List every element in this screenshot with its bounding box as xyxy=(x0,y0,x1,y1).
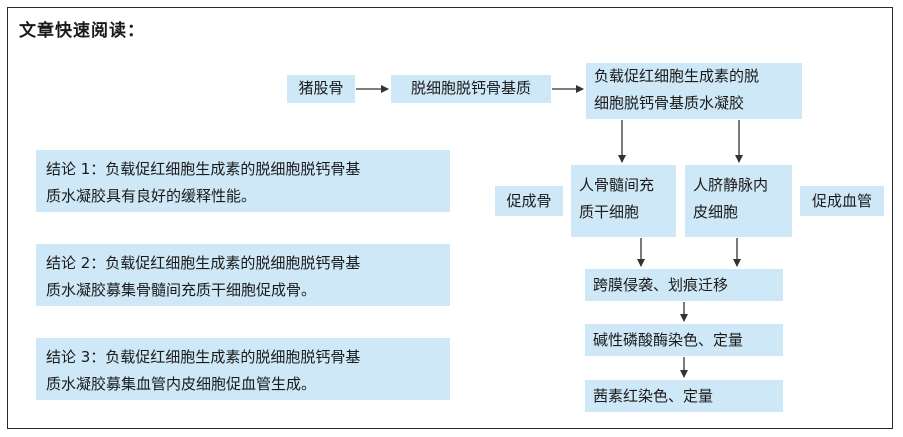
box-migration-assay: 跨膜侵袭、划痕迁移 xyxy=(585,269,783,301)
promote-angiogenesis-label: 促成血管 xyxy=(811,192,872,210)
box-epo-hydrogel-line2: 细胞脱钙骨基质水凝胶 xyxy=(594,94,745,112)
alp-assay-label: 碱性磷酸酶染色、定量 xyxy=(593,331,744,349)
outer-frame xyxy=(7,7,893,429)
conclusion-3-line2: 质水凝胶募集血管内皮细胞促血管生成。 xyxy=(46,375,317,393)
box-epo-hydrogel: 负载促红细胞生成素的脱 细胞脱钙骨基质水凝胶 xyxy=(586,63,802,119)
box-promote-osteogenesis: 促成骨 xyxy=(495,186,563,216)
box-alizarin-assay: 茜素红染色、定量 xyxy=(585,380,783,412)
conclusion-3: 结论 3：负载促红细胞生成素的脱细胞脱钙骨基 质水凝胶募集血管内皮细胞促血管生成… xyxy=(36,338,450,400)
page-title: 文章快速阅读： xyxy=(19,21,145,41)
conclusion-1-line1: 结论 1：负载促红细胞生成素的脱细胞脱钙骨基 xyxy=(46,160,361,178)
box-pig-femur-label: 猪股骨 xyxy=(298,79,344,97)
box-epo-hydrogel-line1: 负载促红细胞生成素的脱 xyxy=(594,67,760,85)
box-promote-angiogenesis: 促成血管 xyxy=(800,186,884,216)
box-bmsc: 人骨髓间充 质干细胞 xyxy=(571,165,676,237)
box-dbm: 脱细胞脱钙骨基质 xyxy=(391,75,551,103)
box-huvec-line1: 人脐静脉内 xyxy=(693,176,769,194)
box-bmsc-line1: 人骨髓间充 xyxy=(579,176,655,194)
conclusion-2-line2: 质水凝胶募集骨髓间充质干细胞促成骨。 xyxy=(46,281,317,299)
migration-assay-label: 跨膜侵袭、划痕迁移 xyxy=(593,276,729,294)
box-bmsc-line2: 质干细胞 xyxy=(579,203,640,221)
box-huvec-line2: 皮细胞 xyxy=(693,203,739,221)
conclusion-2: 结论 2：负载促红细胞生成素的脱细胞脱钙骨基 质水凝胶募集骨髓间充质干细胞促成骨… xyxy=(36,244,450,306)
box-dbm-label: 脱细胞脱钙骨基质 xyxy=(410,79,531,97)
conclusion-1-line2: 质水凝胶具有良好的缓释性能。 xyxy=(46,187,257,205)
promote-osteogenesis-label: 促成骨 xyxy=(506,192,552,210)
conclusion-3-line1: 结论 3：负载促红细胞生成素的脱细胞脱钙骨基 xyxy=(46,348,361,366)
conclusion-2-line1: 结论 2：负载促红细胞生成素的脱细胞脱钙骨基 xyxy=(46,254,361,272)
box-pig-femur: 猪股骨 xyxy=(287,75,355,103)
box-alp-assay: 碱性磷酸酶染色、定量 xyxy=(585,324,783,356)
box-huvec: 人脐静脉内 皮细胞 xyxy=(685,165,792,237)
conclusion-1: 结论 1：负载促红细胞生成素的脱细胞脱钙骨基 质水凝胶具有良好的缓释性能。 xyxy=(36,150,450,212)
alizarin-assay-label: 茜素红染色、定量 xyxy=(593,387,714,405)
